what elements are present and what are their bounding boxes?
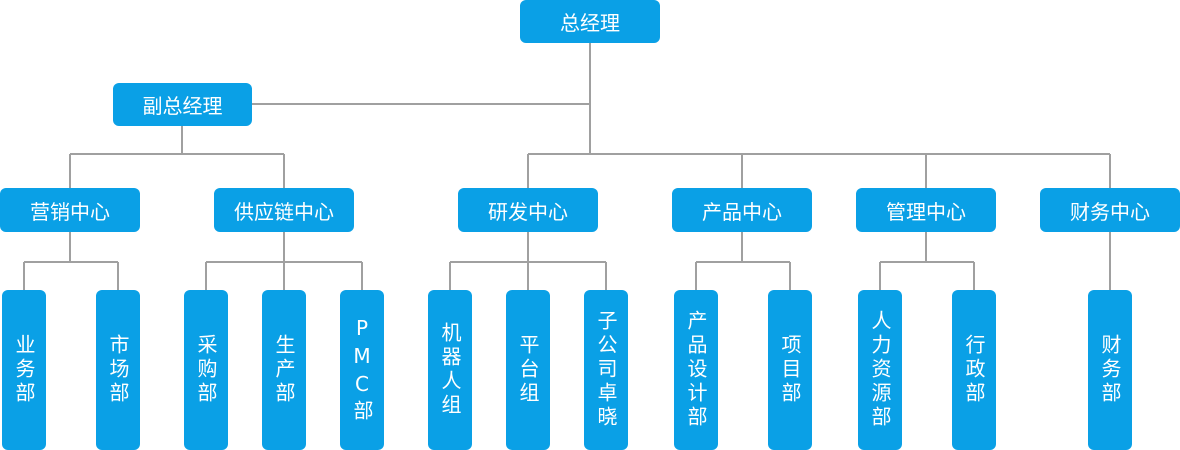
node-product-center: 产品中心 <box>672 188 812 232</box>
node-rnd-center: 研发中心 <box>458 188 598 232</box>
node-subsidiary: 子公司卓晓 <box>584 290 628 450</box>
node-product-design-dept: 产品设计部 <box>674 290 718 450</box>
node-pmc-dept: PMC部 <box>340 290 384 450</box>
node-finance-dept: 财务部 <box>1088 290 1132 450</box>
node-marketing-center: 营销中心 <box>0 188 140 232</box>
node-hr-dept: 人力资源部 <box>858 290 902 450</box>
node-deputy-general-manager: 副总经理 <box>113 83 252 126</box>
node-business-dept: 业务部 <box>2 290 46 450</box>
node-supply-chain-center: 供应链中心 <box>214 188 354 232</box>
node-management-center: 管理中心 <box>856 188 996 232</box>
node-finance-center: 财务中心 <box>1040 188 1180 232</box>
node-general-manager: 总经理 <box>520 0 660 43</box>
node-production-dept: 生产部 <box>262 290 306 450</box>
node-platform-group: 平台组 <box>506 290 550 450</box>
node-admin-dept: 行政部 <box>952 290 996 450</box>
node-market-dept: 市场部 <box>96 290 140 450</box>
node-robot-group: 机器人组 <box>428 290 472 450</box>
node-project-dept: 项目部 <box>768 290 812 450</box>
node-purchasing-dept: 采购部 <box>184 290 228 450</box>
